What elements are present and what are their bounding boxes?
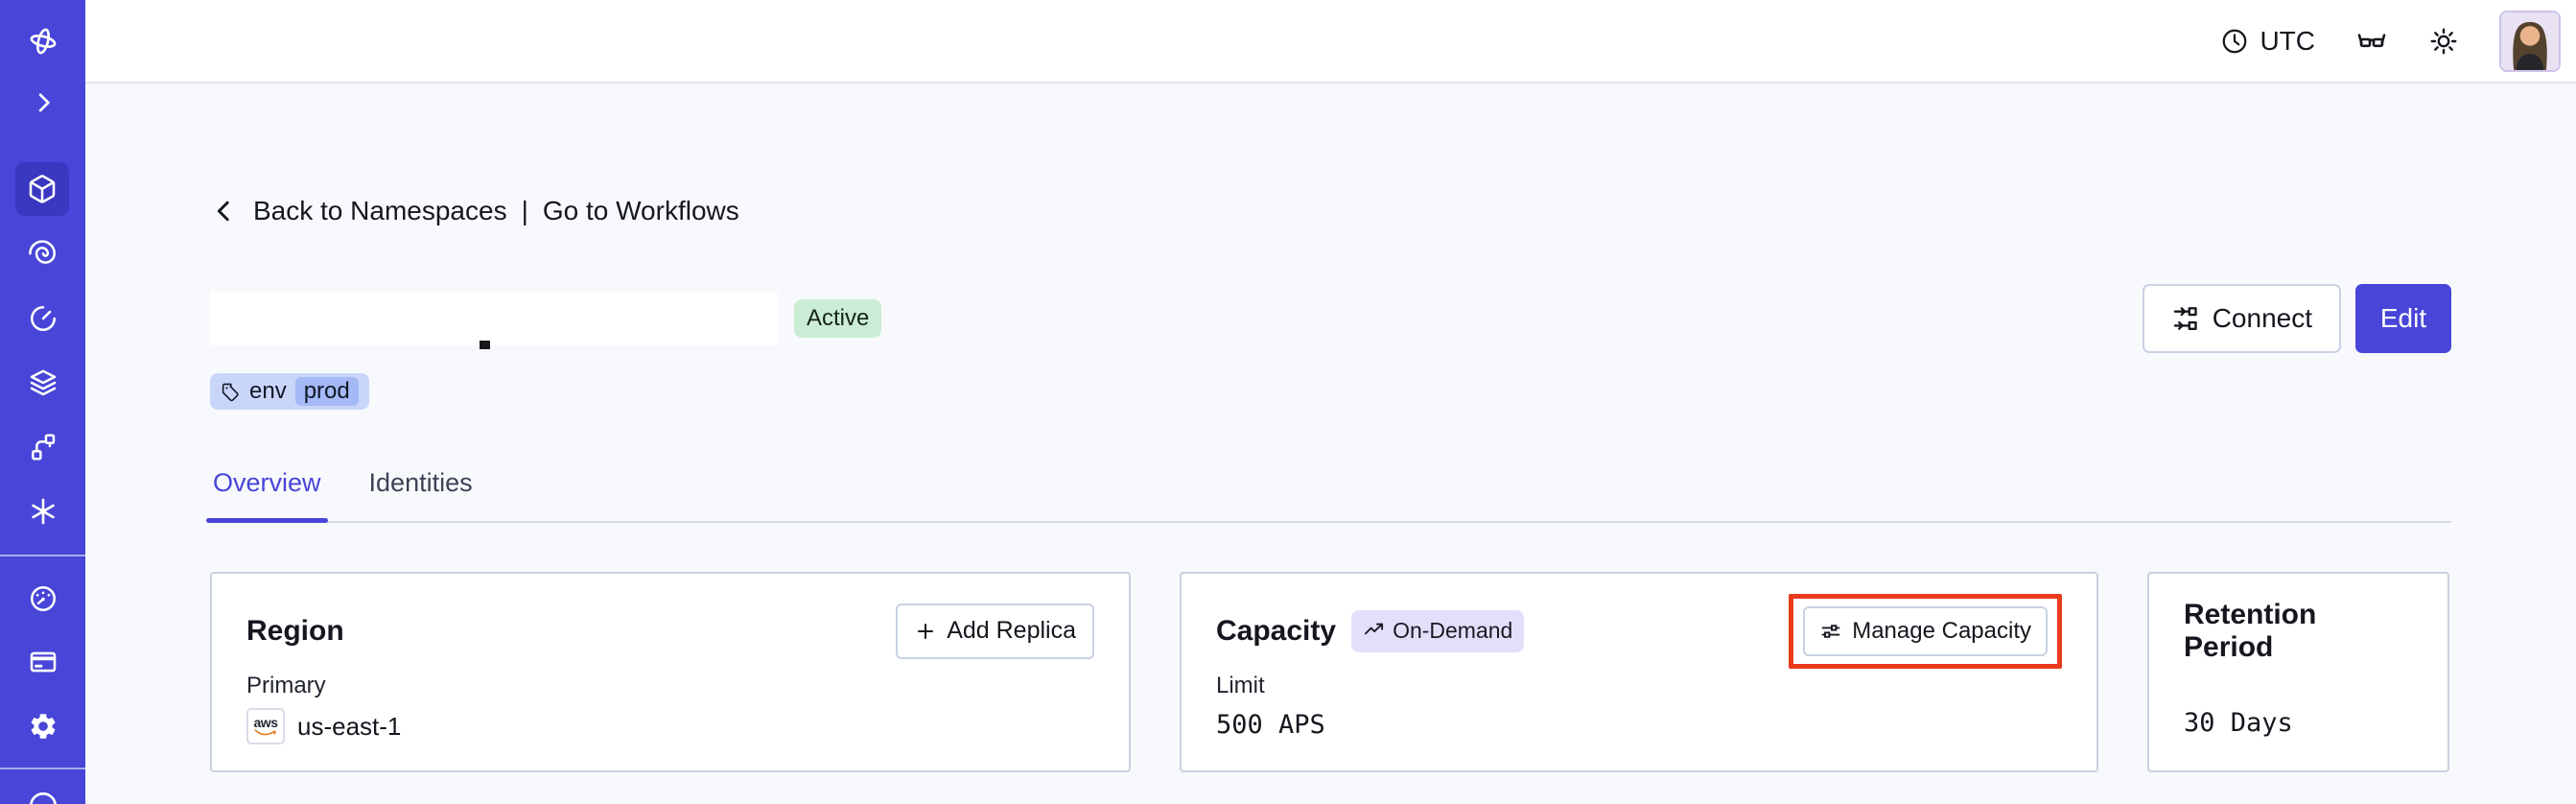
theme-toggle-sun-icon[interactable] [2428, 26, 2459, 57]
tag-key: env [249, 378, 287, 404]
connect-button[interactable]: Connect [2142, 284, 2341, 353]
capacity-card-title: Capacity [1216, 614, 1337, 647]
main-content: Back to Namespaces | Go to Workflows Act… [85, 83, 2576, 804]
top-bar: UTC [85, 0, 2576, 83]
on-demand-badge: On-Demand [1351, 609, 1525, 652]
tab-overview[interactable]: Overview [206, 468, 328, 523]
back-to-namespaces-link[interactable]: Back to Namespaces [210, 196, 507, 226]
sidebar-item-gear-icon[interactable] [28, 711, 59, 742]
expand-chevron-right-icon[interactable] [30, 89, 57, 116]
sidebar-item-layers-icon[interactable] [28, 367, 59, 398]
add-replica-label: Add Replica [947, 617, 1076, 644]
region-card: Region Add Replica Primary aws [210, 572, 1131, 772]
sidebar-item-circle-icon[interactable] [27, 790, 59, 804]
capacity-card: Capacity On-Demand [1180, 572, 2098, 772]
redaction-artifact [480, 341, 490, 349]
sidebar-item-timer-icon[interactable] [28, 303, 59, 334]
retention-card-title: Retention Period [2184, 598, 2317, 663]
cube-icon [29, 175, 56, 203]
sidebar-item-billing-card-icon[interactable] [28, 647, 59, 677]
namespace-title-redacted [210, 292, 778, 349]
edit-button[interactable]: Edit [2355, 284, 2451, 353]
tag-icon [222, 383, 239, 401]
breadcrumb-separator: | [521, 196, 528, 225]
sidebar-divider [0, 768, 85, 769]
glasses-icon[interactable] [2355, 25, 2388, 58]
tab-bar: Overview Identities [206, 468, 2451, 523]
aws-provider-icon: aws [246, 708, 285, 745]
manage-capacity-button[interactable]: Manage Capacity [1803, 605, 2048, 656]
tab-identities[interactable]: Identities [368, 468, 473, 497]
breadcrumb-back-label: Back to Namespaces [253, 196, 507, 225]
edit-button-label: Edit [2379, 303, 2427, 333]
region-primary-label: Primary [246, 673, 326, 698]
sidebar-item-gauge-icon[interactable] [28, 583, 59, 614]
timezone-selector[interactable]: UTC [2220, 26, 2315, 57]
sidebar-item-asterisk-icon[interactable] [28, 496, 59, 527]
overview-cards: Region Add Replica Primary aws [210, 572, 2451, 772]
sidebar-item-namespaces[interactable] [15, 162, 69, 216]
sidebar [0, 0, 85, 804]
clock-icon [2223, 29, 2247, 53]
sidebar-item-branch-icon[interactable] [28, 432, 59, 462]
manage-capacity-label: Manage Capacity [1852, 617, 2031, 644]
retention-value: 30 Days [2184, 708, 2293, 738]
sliders-icon [1821, 624, 1840, 638]
aws-label: aws [253, 714, 278, 730]
namespace-title-row: Active Connect Edit [210, 284, 2451, 353]
breadcrumb: Back to Namespaces | Go to Workflows [210, 189, 2451, 233]
region-value: us-east-1 [297, 711, 402, 741]
annotation-highlight-box: Manage Capacity [1789, 593, 2062, 669]
status-badge: Active [794, 299, 882, 338]
retention-card: Retention Period 30 Days [2147, 572, 2449, 772]
namespace-tag: env prod [210, 373, 369, 410]
user-avatar[interactable] [2499, 10, 2561, 72]
connect-flow-icon [2173, 307, 2197, 330]
sidebar-divider [0, 555, 85, 556]
aws-smile-arrow [254, 728, 277, 735]
namespace-actions: Connect Edit [2142, 284, 2451, 353]
tags-row: env prod [210, 373, 2451, 410]
timezone-label: UTC [2260, 25, 2315, 56]
sidebar-item-spiral-icon[interactable] [28, 238, 59, 269]
add-replica-button[interactable]: Add Replica [896, 603, 1094, 659]
temporal-logo-icon[interactable] [28, 26, 59, 57]
go-to-workflows-link[interactable]: Go to Workflows [542, 196, 739, 225]
trending-up-icon [1364, 623, 1384, 635]
capacity-limit-label: Limit [1216, 673, 1265, 698]
chevron-left-icon [217, 201, 229, 222]
capacity-value: 500 APS [1216, 710, 1325, 740]
on-demand-label: On-Demand [1393, 618, 1513, 643]
connect-button-label: Connect [2212, 303, 2312, 333]
region-card-title: Region [246, 614, 344, 647]
tag-value: prod [294, 377, 359, 406]
plus-icon [918, 623, 934, 639]
